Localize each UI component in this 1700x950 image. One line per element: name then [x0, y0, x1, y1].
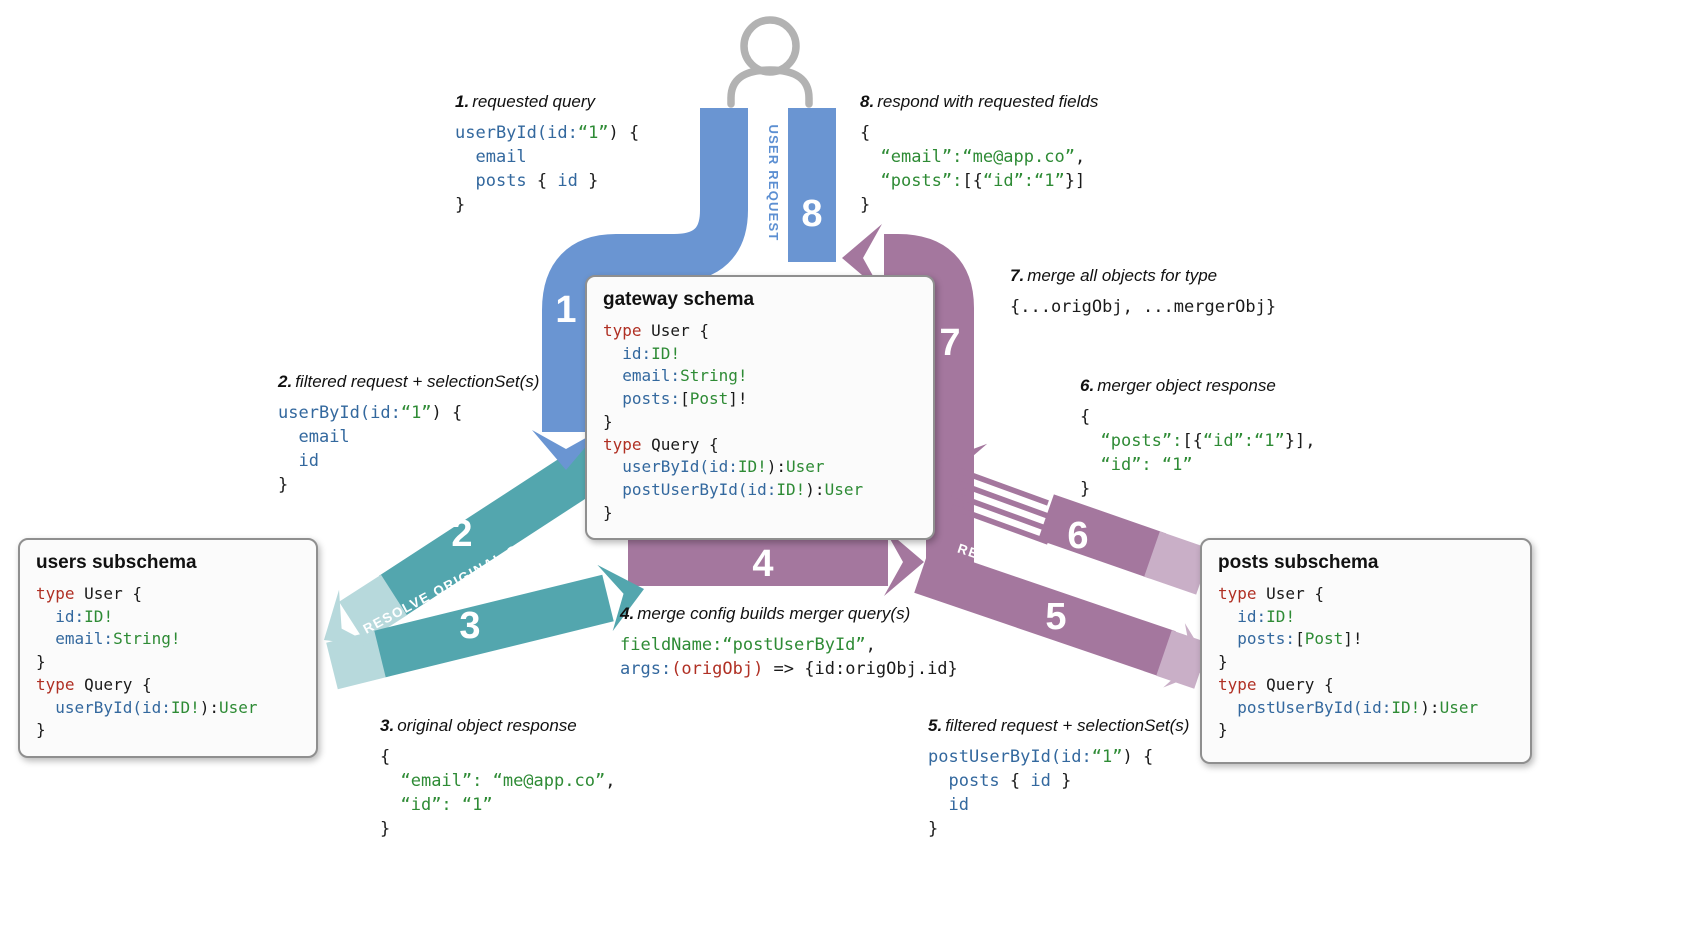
annotation-heading: 4.merge config builds merger query(s) — [620, 604, 958, 624]
users-subschema-title: users subschema — [36, 552, 197, 573]
annotation-number: 5. — [928, 716, 943, 735]
arrow-number-2: 2 — [451, 513, 472, 555]
arrow-number-3: 3 — [459, 605, 480, 647]
annotation-1-requested-query: 1.requested query userById(id:“1”) { ema… — [455, 92, 639, 218]
annotation-8-respond: 8.respond with requested fields { “email… — [860, 92, 1098, 218]
annotation-7-merge-all-objects: 7.merge all objects for type {...origObj… — [1010, 266, 1276, 319]
annotation-code: postUserById(id:“1”) { posts { id } id} — [928, 747, 1154, 840]
stripe-line — [951, 478, 1049, 519]
arrow-number-4: 4 — [752, 543, 773, 585]
annotation-code: { “posts”:[{“id”:“1”}], “id”: “1”} — [1080, 407, 1316, 500]
annotation-heading: 7.merge all objects for type — [1010, 266, 1276, 286]
annotation-4-merge-config: 4.merge config builds merger query(s) fi… — [620, 604, 958, 681]
gateway-schema-code: type User { id:ID! email:String! posts:[… — [603, 321, 864, 522]
stripe-line — [951, 504, 1049, 545]
user-request-label: USER REQUEST — [766, 125, 781, 242]
annotation-code: userById(id:“1”) { email id} — [278, 403, 463, 496]
annotation-code: userById(id:“1”) { email posts { id }} — [455, 123, 640, 216]
arrow-number-1: 1 — [555, 289, 576, 331]
annotation-number: 7. — [1010, 266, 1025, 285]
annotation-number: 4. — [620, 604, 635, 623]
arrow-6-band — [1038, 494, 1166, 579]
annotation-3-original-object-response: 3.original object response { “email”: “m… — [380, 716, 615, 842]
resolve-original-arrows — [326, 437, 618, 690]
arrow-number-8: 8 — [801, 193, 822, 235]
annotation-label: merge all objects for type — [1027, 266, 1218, 285]
arrow-2-band — [378, 437, 618, 617]
arrow-1-band — [542, 108, 748, 432]
arrow-3-band — [374, 574, 614, 678]
annotation-heading: 2.filtered request + selectionSet(s) — [278, 372, 539, 392]
arrow-6-band-pale — [1144, 531, 1212, 595]
arrow-7-band — [874, 234, 974, 574]
user-request-arrows — [542, 108, 836, 432]
annotation-heading: 5.filtered request + selectionSet(s) — [928, 716, 1189, 736]
annotation-code: fieldName:“postUserById”,args:(origObj) … — [620, 635, 958, 680]
annotation-number: 3. — [380, 716, 395, 735]
arrow-number-7: 7 — [939, 322, 960, 364]
annotation-heading: 3.original object response — [380, 716, 615, 736]
user-icon — [727, 16, 813, 108]
users-subschema-code: type User { id:ID! email:String!}type Qu… — [36, 584, 258, 740]
annotation-label: original object response — [397, 716, 577, 735]
annotation-code: {...origObj, ...mergerObj} — [1010, 297, 1277, 317]
gateway-schema-title: gateway schema — [603, 289, 755, 310]
annotation-label: requested query — [472, 92, 596, 111]
user-icon-head — [740, 16, 800, 76]
gateway-schema-box: gateway schema type User { id:ID! email:… — [585, 275, 935, 541]
annotation-label: filtered request + selectionSet(s) — [295, 372, 540, 391]
annotation-label: merge config builds merger query(s) — [637, 604, 911, 623]
posts-subschema-title: posts subschema — [1218, 552, 1379, 573]
posts-subschema-code: type User { id:ID! posts:[Post]!}type Qu… — [1218, 584, 1479, 740]
annotation-code: { “email”:“me@app.co”, “posts”:[{“id”:“1… — [860, 123, 1086, 216]
user-icon-shoulders — [727, 66, 813, 108]
users-subschema-box: users subschema type User { id:ID! email… — [18, 538, 318, 759]
arrow-3-band-pale — [326, 629, 390, 690]
stripe-line — [951, 465, 1049, 506]
posts-subschema-box: posts subschema type User { id:ID! posts… — [1200, 538, 1532, 764]
annotation-5-filtered-request: 5.filtered request + selectionSet(s) pos… — [928, 716, 1189, 842]
annotation-2-filtered-request: 2.filtered request + selectionSet(s) use… — [278, 372, 539, 498]
annotation-heading: 6.merger object response — [1080, 376, 1315, 396]
annotation-heading: 8.respond with requested fields — [860, 92, 1098, 112]
arrow-6-stripes — [951, 465, 1049, 545]
annotation-label: filtered request + selectionSet(s) — [945, 716, 1190, 735]
annotation-number: 6. — [1080, 376, 1095, 395]
resolve-merger-arrows — [628, 234, 1212, 689]
annotation-number: 1. — [455, 92, 470, 111]
arrow-2-band-pale — [339, 574, 407, 643]
arrow-number-5: 5 — [1045, 596, 1066, 638]
stripe-line — [951, 491, 1049, 532]
annotation-heading: 1.requested query — [455, 92, 639, 112]
arrow-number-6: 6 — [1067, 515, 1088, 557]
annotation-label: respond with requested fields — [877, 92, 1099, 111]
annotation-label: merger object response — [1097, 376, 1276, 395]
annotation-number: 2. — [278, 372, 293, 391]
arrow-5-band — [914, 547, 1176, 677]
annotation-code: { “email”: “me@app.co”, “id”: “1”} — [380, 747, 616, 840]
annotation-number: 8. — [860, 92, 875, 111]
annotation-6-merger-object-response: 6.merger object response { “posts”:[{“id… — [1080, 376, 1315, 502]
